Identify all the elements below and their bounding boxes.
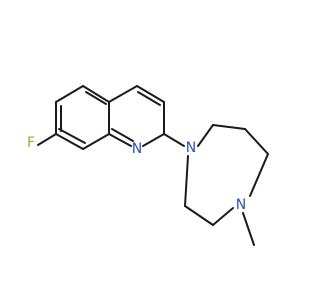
bond-line xyxy=(85,91,107,105)
bond-lines xyxy=(37,85,269,246)
bond-line xyxy=(55,85,84,103)
bond-line xyxy=(242,212,255,246)
bond-line xyxy=(184,155,189,207)
atom-label-diazepane-nitrogen-4: N xyxy=(236,197,246,213)
bond-line xyxy=(108,133,132,147)
bond-line xyxy=(137,91,161,106)
bond-line xyxy=(37,133,57,146)
bond-line xyxy=(244,128,269,155)
bond-line xyxy=(184,205,214,226)
bond-line xyxy=(212,124,246,130)
molecule-structure-diagram: F N N N xyxy=(27,85,269,246)
bond-line xyxy=(55,133,84,150)
bond-line xyxy=(136,85,165,103)
bond-line xyxy=(249,153,269,197)
bond-line xyxy=(197,124,214,147)
atom-label-diazepane-nitrogen-1: N xyxy=(186,140,196,156)
atom-label-quinoline-nitrogen: N xyxy=(132,141,142,157)
bond-line xyxy=(111,128,134,142)
bond-line xyxy=(163,133,185,147)
bond-line xyxy=(82,133,110,150)
bond-line xyxy=(108,85,138,103)
atom-label-fluorine: F xyxy=(27,135,35,151)
atom-labels: F N N N xyxy=(27,135,246,213)
bond-line xyxy=(58,128,86,144)
bond-line xyxy=(142,133,165,147)
bond-line xyxy=(82,85,110,103)
bond-line xyxy=(212,207,234,226)
